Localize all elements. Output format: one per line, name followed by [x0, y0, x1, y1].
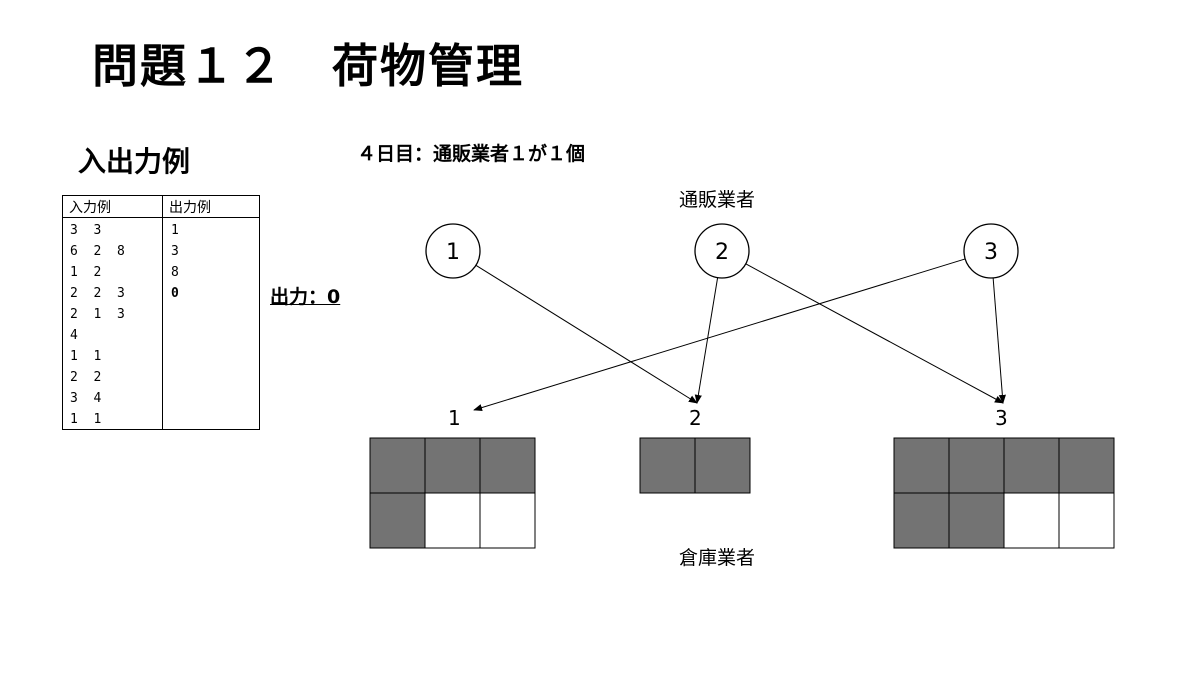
- vendor-node: [694, 223, 750, 279]
- input-line: 2 1 3: [70, 307, 125, 322]
- day-status-line: ４日目：通販業者１が１個: [357, 143, 586, 165]
- warehouse-label: 3: [995, 406, 1008, 430]
- warehouse-cell-filled: [479, 437, 536, 494]
- page-title: 問題１２ 荷物管理: [92, 39, 524, 93]
- route-arrow: [473, 258, 966, 412]
- route-arrow: [745, 263, 1004, 404]
- warehouse-label: 1: [448, 406, 461, 430]
- input-line: 6 2 8: [70, 244, 125, 259]
- input-line: 1 2: [70, 265, 102, 280]
- io-example-table: 入力例 出力例 3 3 6 2 8 1 2 2 2 3 2 1 3 4 1 1 2 2 3 4 1…: [62, 195, 260, 430]
- input-line: 1 1: [70, 349, 102, 364]
- warehouse-cell-filled: [369, 437, 426, 494]
- warehouse-cell-empty: [479, 492, 536, 549]
- vendor-node: [963, 223, 1019, 279]
- warehouse-cell-empty: [1003, 492, 1060, 549]
- arrows-layer: [473, 258, 1006, 412]
- warehouse-label: 2: [689, 406, 702, 430]
- output-note: 出力：0: [270, 286, 341, 308]
- output-lines: 1 3 8 0: [171, 220, 179, 304]
- output-line: 8: [171, 265, 179, 280]
- mail-order-vendors-label: 通販業者: [679, 189, 756, 211]
- vendor-node: [425, 223, 481, 279]
- warehouse-cell-filled: [1003, 437, 1060, 494]
- vendor-nodes-layer: 1 2 3: [425, 223, 1019, 279]
- io-table-divider: [162, 196, 163, 429]
- warehouse-cell-filled: [893, 437, 950, 494]
- io-table-header: 入力例 出力例: [63, 196, 259, 218]
- output-line: 3: [171, 244, 179, 259]
- vendor-node-label: 2: [715, 240, 729, 265]
- warehouse-cell-filled: [893, 492, 950, 549]
- vendor-node-label: 3: [984, 240, 998, 265]
- warehouse-grids-layer: [369, 437, 1115, 549]
- warehouse-cell-filled: [1058, 437, 1115, 494]
- output-column-header: 出力例: [169, 200, 211, 216]
- route-arrow: [992, 277, 1006, 404]
- input-line: 1 1: [70, 412, 102, 427]
- warehouse-cell-filled: [639, 437, 696, 494]
- input-lines: 3 3 6 2 8 1 2 2 2 3 2 1 3 4 1 1 2 2 3 4 1 1: [70, 220, 125, 430]
- warehouse-cell-empty: [1058, 492, 1115, 549]
- output-line: 0: [171, 286, 179, 301]
- warehouse-cell-filled: [948, 437, 1005, 494]
- input-line: 2 2 3: [70, 286, 125, 301]
- warehouse-cell-filled: [694, 437, 751, 494]
- route-arrow: [475, 264, 698, 404]
- input-line: 3 4: [70, 391, 102, 406]
- warehouse-cell-filled: [948, 492, 1005, 549]
- vendor-node-label: 1: [446, 240, 460, 265]
- warehouse-cell-filled: [369, 492, 426, 549]
- input-line: 2 2: [70, 370, 102, 385]
- route-arrow: [694, 277, 719, 404]
- input-column-header: 入力例: [69, 200, 111, 216]
- warehouse-vendors-label: 倉庫業者: [679, 547, 756, 569]
- input-line: 3 3: [70, 223, 102, 238]
- warehouse-cell-empty: [424, 492, 481, 549]
- output-line: 1: [171, 223, 179, 238]
- io-example-heading: 入出力例: [78, 145, 191, 178]
- warehouse-cell-filled: [424, 437, 481, 494]
- input-line: 4: [70, 328, 78, 343]
